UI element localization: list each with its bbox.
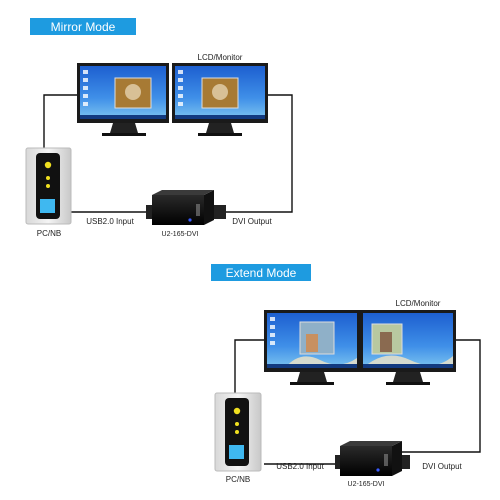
mirror-monitor-1 — [77, 63, 169, 136]
mirror-cables — [43, 94, 293, 213]
mirror-usb-dvi-adapter — [146, 190, 226, 225]
extend-cables — [234, 339, 481, 465]
mirror-monitor-2 — [172, 63, 268, 136]
extend-mode-title: Extend Mode — [226, 266, 297, 280]
extend-monitor-label: LCD/Monitor — [396, 299, 441, 308]
extend-mode-section: Extend Mode LCD/Monitor — [211, 264, 481, 488]
extend-dvi-label: DVI Output — [422, 462, 462, 471]
mirror-usb-label: USB2.0 Input — [86, 217, 134, 226]
extend-monitor-2 — [360, 310, 456, 385]
extend-pc-label: PC/NB — [226, 475, 250, 484]
mirror-dvi-label: DVI Output — [232, 217, 272, 226]
extend-monitor-1 — [264, 310, 360, 385]
mirror-mode-title: Mirror Mode — [51, 20, 116, 34]
mirror-mode-section: Mirror Mode LCD/Monitor — [25, 18, 293, 238]
extend-usb-label: USB2.0 Input — [276, 462, 324, 471]
mirror-pc-label: PC/NB — [37, 229, 61, 238]
mirror-monitor-label: LCD/Monitor — [198, 53, 243, 62]
extend-adapter-label: U2-165-DVI — [348, 481, 385, 488]
extend-adapter-led — [376, 468, 380, 472]
mirror-adapter-led — [188, 218, 192, 222]
mirror-mode-badge — [30, 18, 136, 35]
extend-mode-badge — [211, 264, 311, 281]
extend-pc-tower — [214, 392, 262, 472]
mirror-pc-tower — [25, 147, 72, 225]
mirror-adapter-label: U2-165-DVI — [162, 231, 199, 238]
extend-usb-dvi-adapter — [335, 441, 410, 476]
